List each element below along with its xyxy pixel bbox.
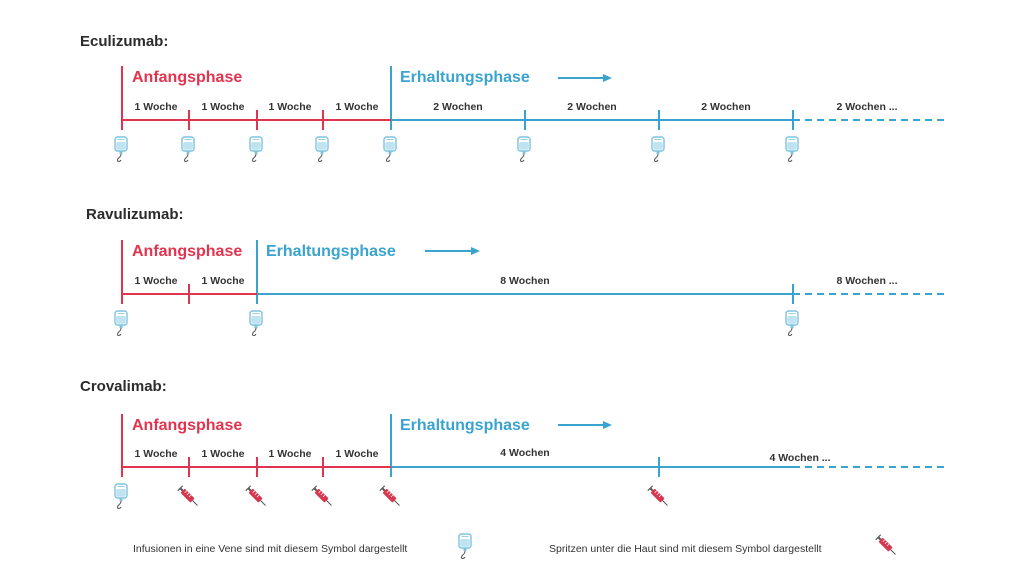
interval-label: 2 Wochen	[701, 101, 750, 113]
drug-title: Ravulizumab:	[86, 206, 184, 223]
interval-label: 4 Wochen	[500, 447, 549, 459]
phase-initial-label: Anfangsphase	[132, 243, 242, 260]
interval-label: 2 Wochen ...	[836, 101, 897, 113]
infusion-icon	[114, 310, 128, 336]
infusion-icon	[383, 136, 397, 162]
infusion-icon	[458, 533, 472, 559]
interval-label: 1 Woche	[135, 275, 178, 287]
infusion-icon	[315, 136, 329, 162]
legend: Infusionen in eine Vene sind mit diesem …	[133, 533, 899, 559]
syringe-icon	[176, 484, 201, 509]
syringe-icon	[378, 484, 403, 509]
interval-label: 1 Woche	[202, 448, 245, 460]
infusion-icon	[114, 483, 128, 509]
phase-maintenance-label: Erhaltungsphase	[266, 243, 396, 260]
interval-label: 1 Woche	[202, 101, 245, 113]
interval-label: 1 Woche	[135, 448, 178, 460]
syringe-icon	[244, 484, 269, 509]
infusion-icon	[517, 136, 531, 162]
drug-title: Crovalimab:	[80, 378, 167, 395]
infusion-icon	[249, 136, 263, 162]
interval-label: 1 Woche	[202, 275, 245, 287]
interval-label: 1 Woche	[135, 101, 178, 113]
interval-label: 1 Woche	[269, 448, 312, 460]
infusion-icon	[785, 136, 799, 162]
infusion-icon	[785, 310, 799, 336]
infusion-icon	[114, 136, 128, 162]
phase-maintenance-label: Erhaltungsphase	[400, 69, 530, 86]
drug-title: Eculizumab:	[80, 33, 168, 50]
timeline-eculizumab: Eculizumab: Anfangsphase Erhaltungsphase…	[80, 33, 945, 162]
interval-label: 8 Wochen ...	[836, 275, 897, 287]
legend-injection-text: Spritzen unter die Haut sind mit diesem …	[549, 543, 822, 555]
phase-arrow	[558, 421, 612, 429]
interval-label: 1 Woche	[269, 101, 312, 113]
syringe-icon	[310, 484, 335, 509]
phase-arrow	[425, 247, 480, 255]
interval-label: 2 Wochen	[567, 101, 616, 113]
phase-maintenance-label: Erhaltungsphase	[400, 417, 530, 434]
syringe-icon	[646, 484, 671, 509]
infusion-icon	[651, 136, 665, 162]
phase-arrow	[558, 74, 612, 82]
phase-initial-label: Anfangsphase	[132, 69, 242, 86]
syringe-icon	[874, 533, 899, 558]
infusion-icon	[181, 136, 195, 162]
timeline-crovalimab: Crovalimab: Anfangsphase Erhaltungsphase…	[80, 378, 945, 509]
phase-initial-label: Anfangsphase	[132, 417, 242, 434]
interval-label: 2 Wochen	[433, 101, 482, 113]
interval-label: 1 Woche	[336, 101, 379, 113]
timeline-ravulizumab: Ravulizumab: Anfangsphase Erhaltungsphas…	[86, 206, 945, 336]
interval-label: 1 Woche	[336, 448, 379, 460]
interval-label: 8 Wochen	[500, 275, 549, 287]
legend-infusion-text: Infusionen in eine Vene sind mit diesem …	[133, 543, 407, 555]
interval-label: 4 Wochen ...	[769, 452, 830, 464]
infusion-icon	[249, 310, 263, 336]
